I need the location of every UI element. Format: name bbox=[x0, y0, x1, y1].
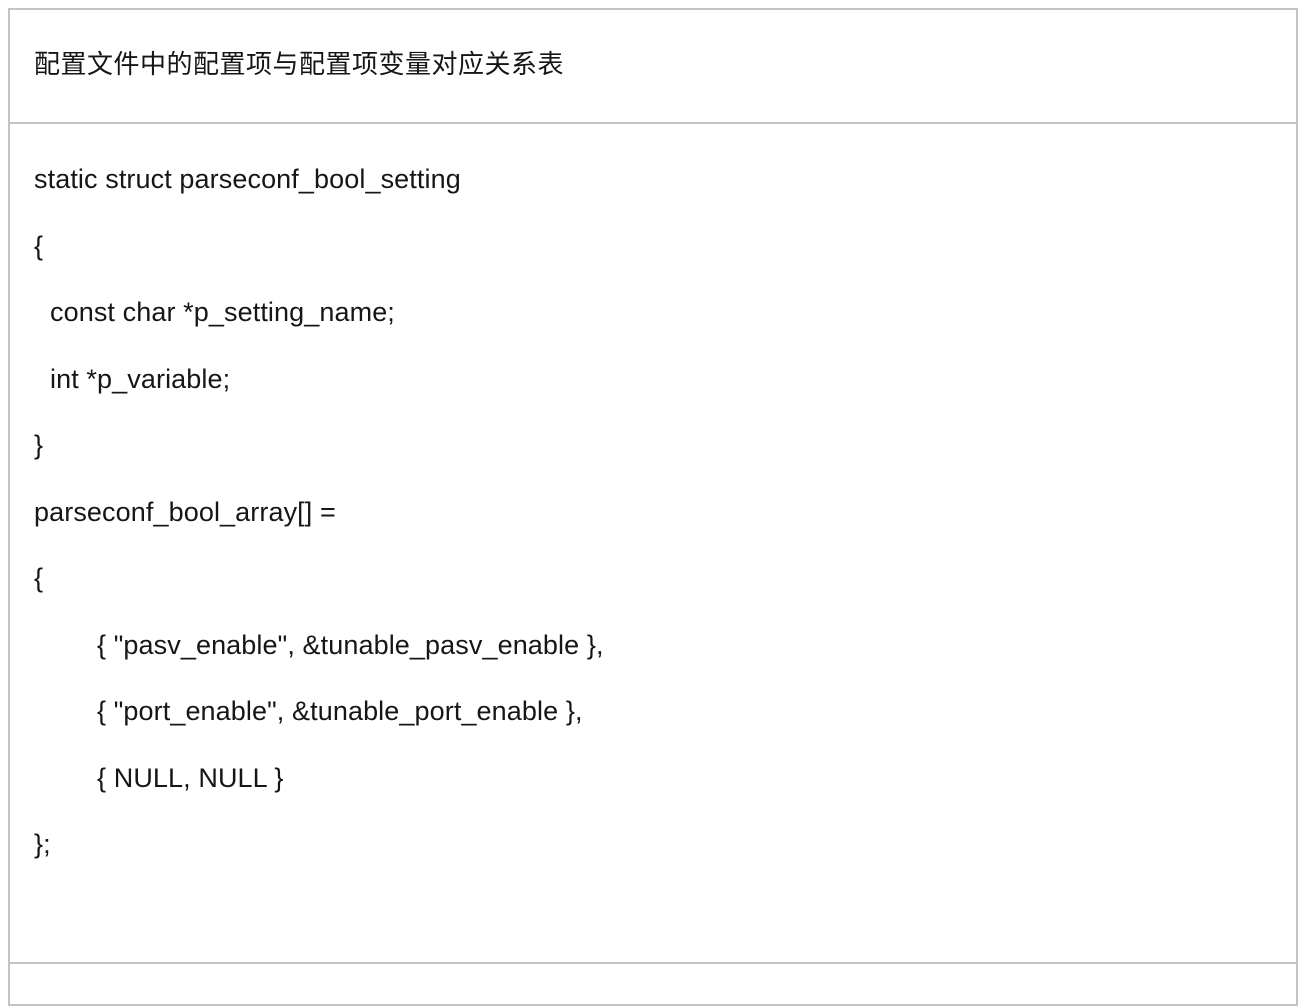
table-next-cell bbox=[8, 962, 1298, 1006]
table-code-cell: static struct parseconf_bool_setting { c… bbox=[8, 122, 1298, 964]
table-row bbox=[8, 962, 1298, 1006]
page-title: 配置文件中的配置项与配置项变量对应关系表 bbox=[34, 49, 565, 79]
code-line: { bbox=[34, 230, 44, 261]
code-block: static struct parseconf_bool_setting { c… bbox=[10, 124, 1296, 878]
code-line: static struct parseconf_bool_setting bbox=[34, 164, 461, 194]
code-line: parseconf_bool_array[] = bbox=[34, 496, 336, 527]
config-mapping-table: 配置文件中的配置项与配置项变量对应关系表 static struct parse… bbox=[8, 8, 1298, 1006]
table-row: static struct parseconf_bool_setting { c… bbox=[8, 122, 1298, 964]
table-row: 配置文件中的配置项与配置项变量对应关系表 bbox=[8, 8, 1298, 124]
table-header-cell: 配置文件中的配置项与配置项变量对应关系表 bbox=[8, 8, 1298, 124]
code-line: { NULL, NULL } bbox=[97, 762, 284, 793]
code-line: const char *p_setting_name; bbox=[50, 297, 395, 327]
table-next-cell-content bbox=[10, 964, 1296, 1004]
table-body: 配置文件中的配置项与配置项变量对应关系表 static struct parse… bbox=[8, 8, 1298, 1006]
code-line: }; bbox=[34, 829, 51, 859]
code-line: { "port_enable", &tunable_port_enable }, bbox=[97, 696, 583, 726]
code-line: { bbox=[34, 563, 44, 593]
code-line: } bbox=[34, 430, 44, 460]
code-line: int *p_variable; bbox=[50, 363, 231, 394]
code-line: { "pasv_enable", &tunable_pasv_enable }, bbox=[97, 629, 604, 660]
